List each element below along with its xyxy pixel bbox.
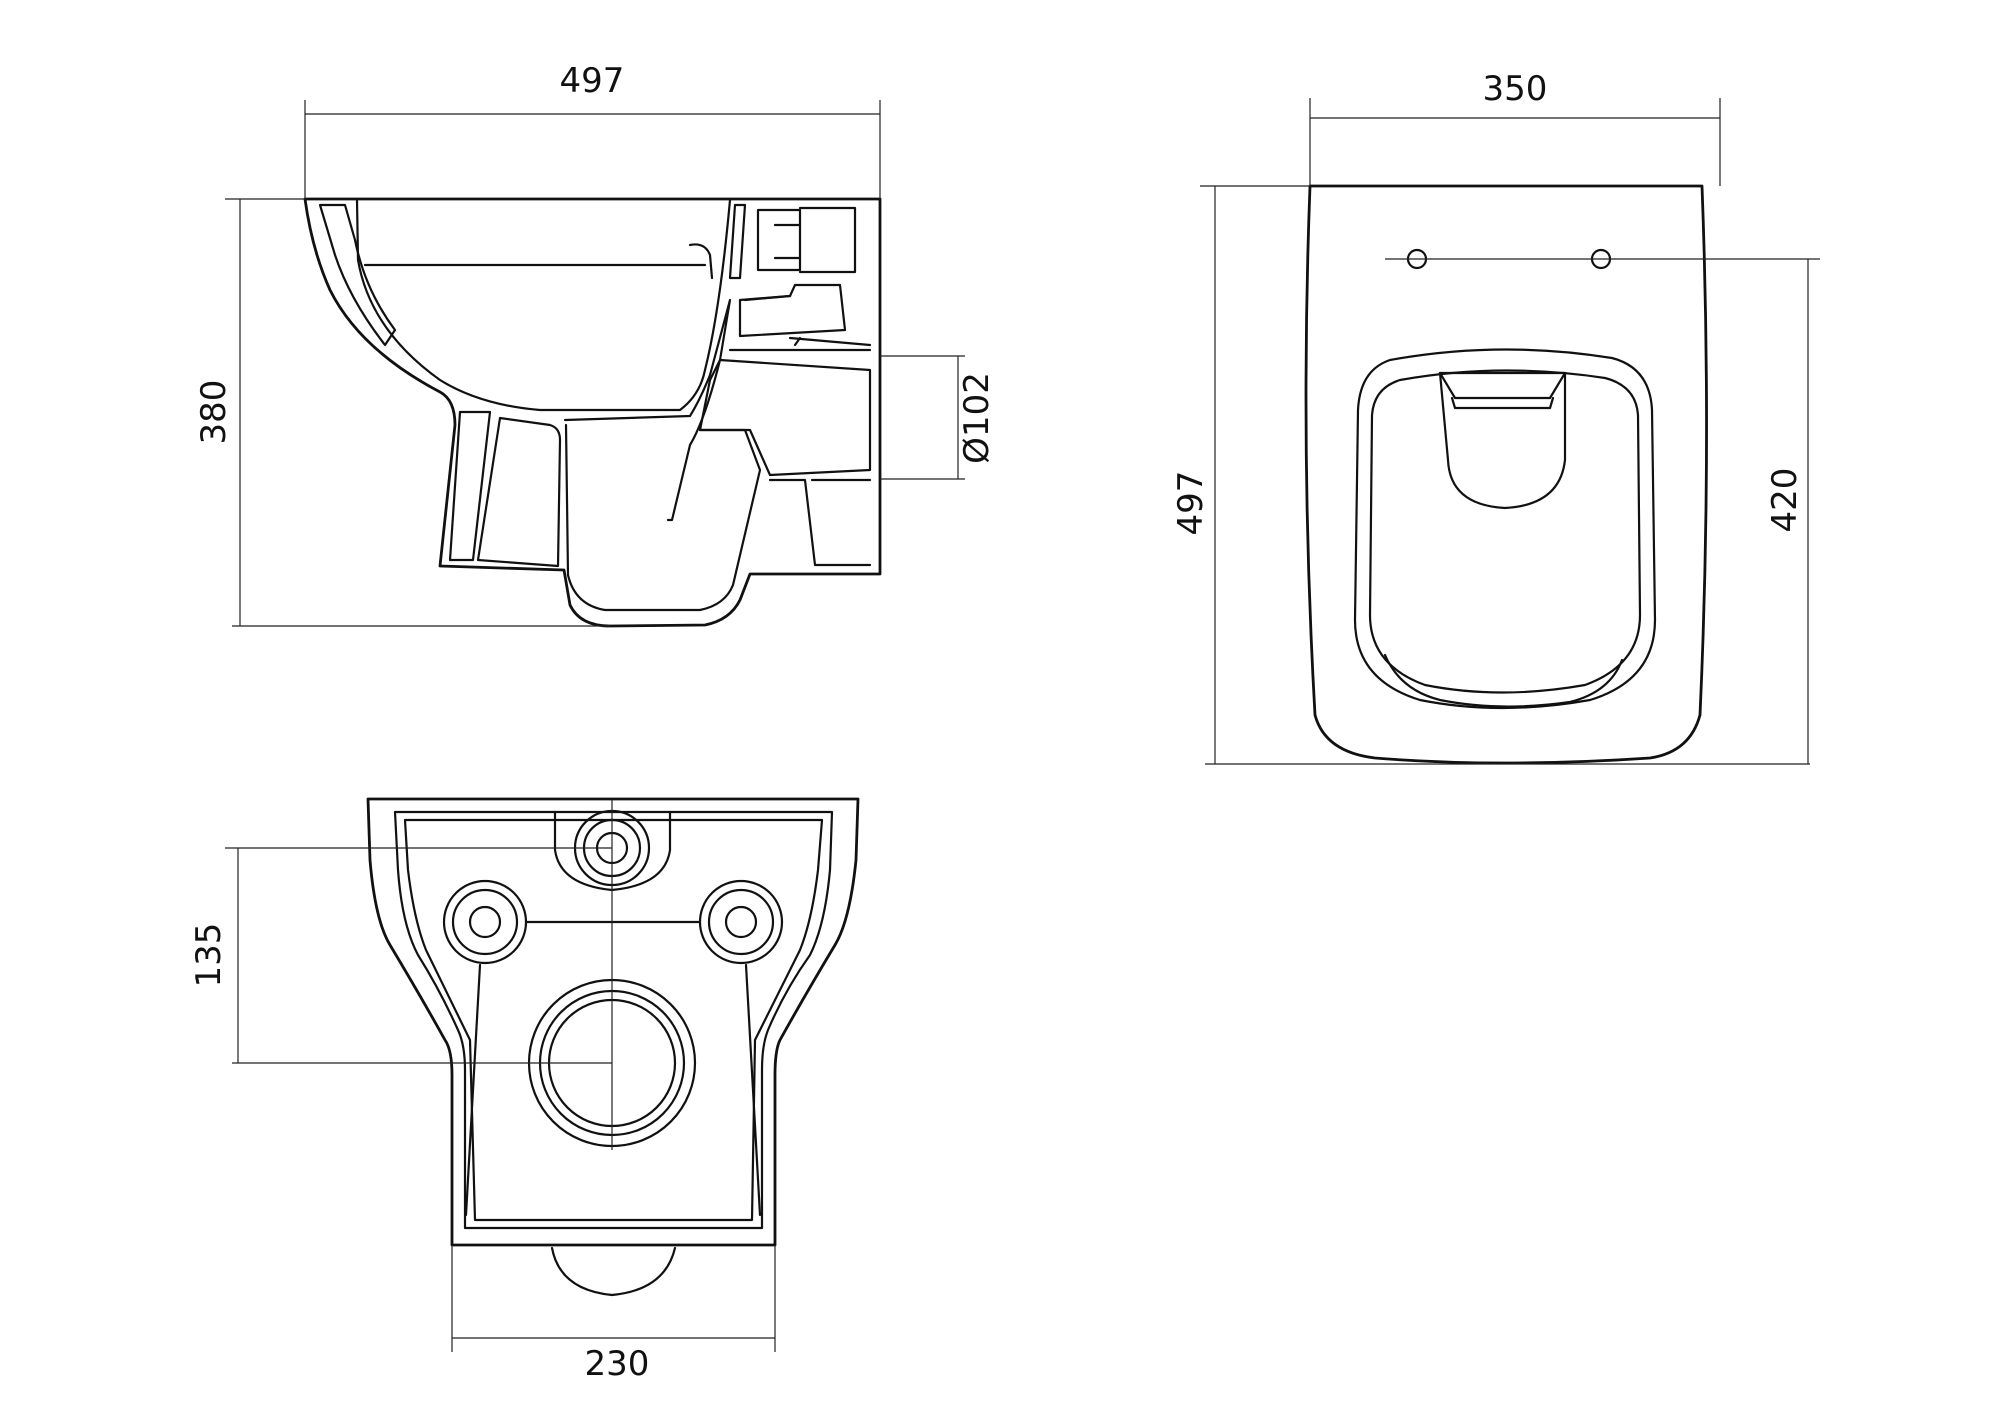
side-dims: 497 380 Ø102	[194, 61, 997, 627]
rear-outline	[366, 797, 860, 1247]
side-width-label: 497	[560, 61, 625, 101]
fixing-hole-right-inner	[724, 905, 758, 939]
top-length-label: 497	[1171, 471, 1211, 536]
top-fixing-label: 420	[1765, 468, 1805, 533]
seat-inner	[1368, 369, 1642, 694]
rear-dims: 135 230	[189, 847, 776, 1384]
fixing-hole-left-inner	[468, 905, 502, 939]
rear-width-label: 230	[585, 1344, 650, 1384]
top-outline	[1304, 184, 1708, 765]
rear-inner	[393, 810, 834, 1230]
top-dims: 350 497 420	[1171, 69, 1820, 765]
fixing-hole-right-outer	[698, 879, 784, 965]
rear-height-label: 135	[189, 923, 229, 988]
seat-outer	[1353, 348, 1657, 710]
side-height-label: 380	[194, 380, 234, 445]
fixing-hole-left-outer	[442, 879, 528, 965]
side-outline	[303, 197, 882, 628]
outlet-diameter-label: Ø102	[957, 372, 997, 464]
seat-rim	[1383, 653, 1624, 708]
top-view	[1304, 184, 1708, 765]
rear-view	[366, 797, 860, 1297]
rear-waste-bottom	[550, 1246, 677, 1297]
seat-hinge-cutout	[1438, 371, 1567, 510]
fixing-hole-right-mid	[707, 888, 775, 956]
fixing-hole-left-mid	[451, 888, 519, 956]
side-bowl	[355, 198, 732, 412]
top-width-label: 350	[1483, 69, 1548, 109]
side-view	[303, 197, 882, 628]
